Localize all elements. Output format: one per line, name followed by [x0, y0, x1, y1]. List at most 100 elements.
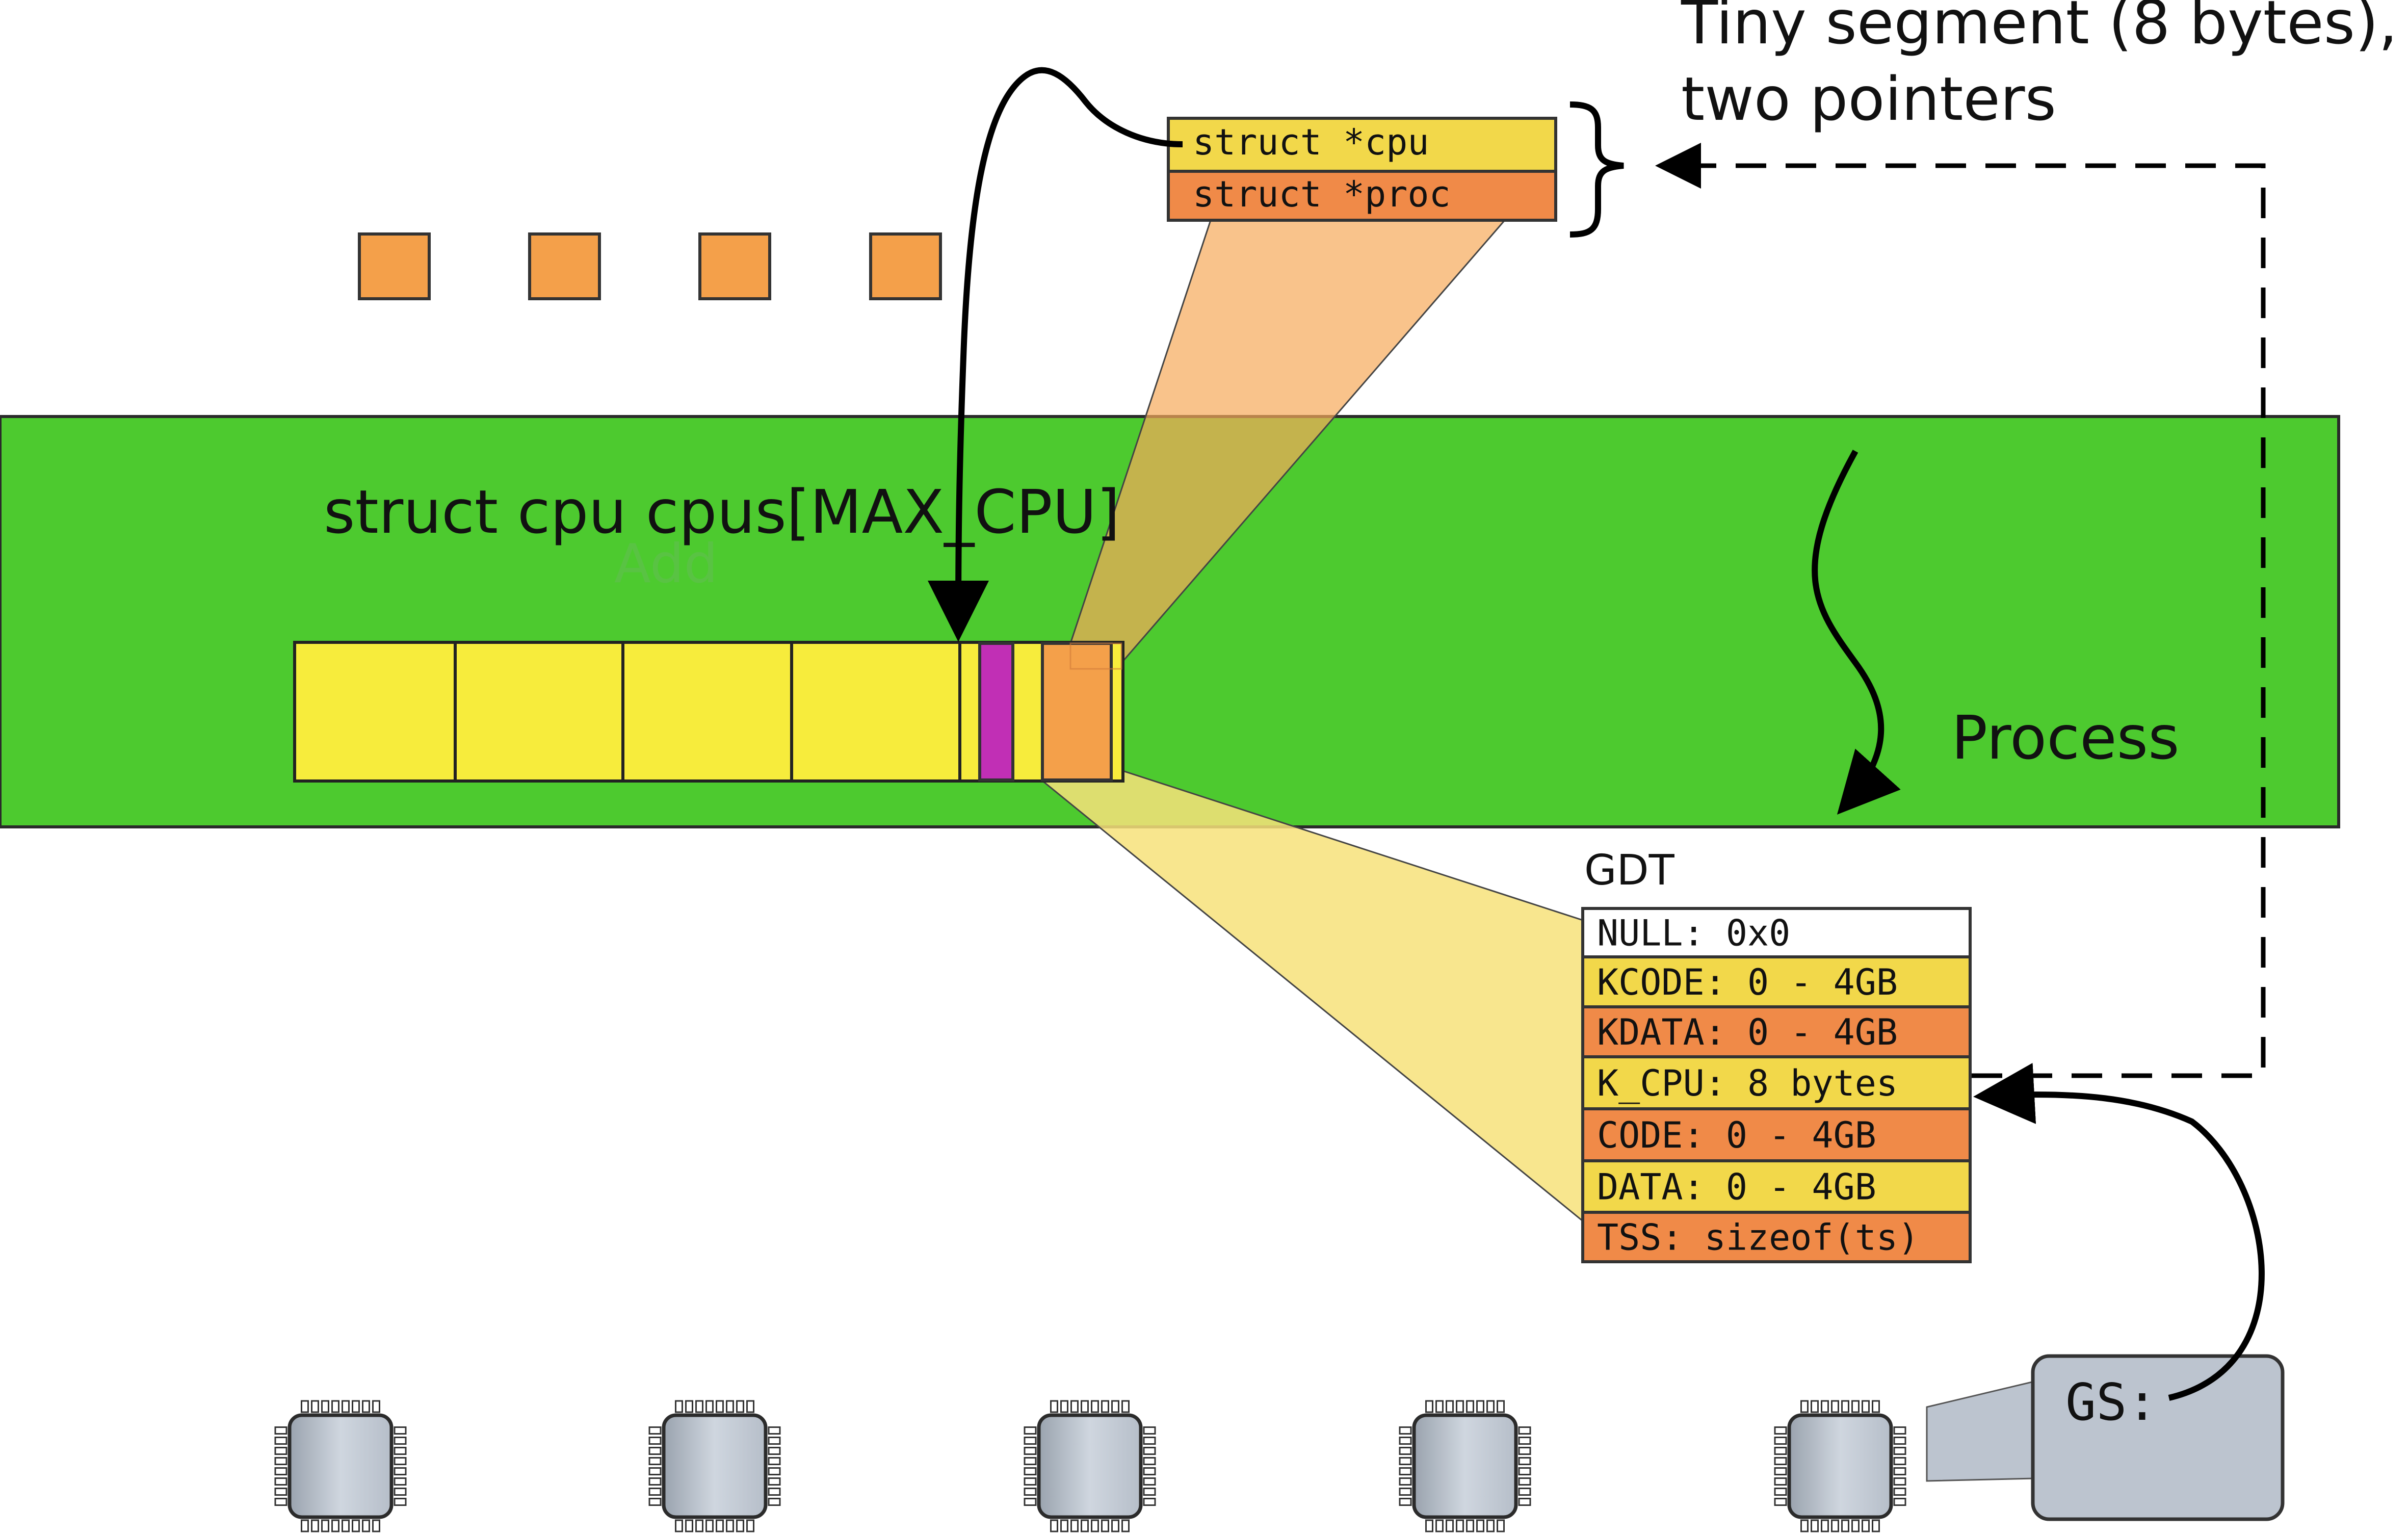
chip-pin: [1081, 1400, 1089, 1413]
chip-pin: [736, 1519, 744, 1532]
chip-pin: [1893, 1467, 1906, 1475]
chip-pin: [394, 1467, 407, 1475]
gdt-entry-text: CODE: 0 - 4GB: [1597, 1114, 1876, 1156]
gdt-slot-magenta: [978, 642, 1014, 782]
gdt-entry-cell: [1581, 1211, 1972, 1263]
chip-pin: [301, 1400, 309, 1413]
chip-pin: [1101, 1519, 1109, 1532]
chip-pin: [1774, 1477, 1787, 1486]
chip-pin: [768, 1477, 781, 1486]
chip-pin: [1024, 1447, 1037, 1455]
chip-pin: [1399, 1437, 1412, 1445]
chip-pin: [1070, 1519, 1079, 1532]
chip-pin: [1091, 1400, 1099, 1413]
chip-pin: [648, 1488, 662, 1496]
chip-pin: [1774, 1447, 1787, 1455]
chip-pin: [1821, 1400, 1829, 1413]
chip-pin: [648, 1457, 662, 1465]
gdt-entry-cell: [1581, 1005, 1972, 1058]
orange-square: [869, 232, 942, 300]
curly-brace: [1569, 101, 1624, 238]
chip-pin: [372, 1400, 380, 1413]
chip-pin: [1425, 1519, 1433, 1532]
chip-pin: [1143, 1477, 1156, 1486]
chip-pin: [648, 1477, 662, 1486]
chip-pin: [685, 1400, 693, 1413]
chip-pin: [274, 1498, 287, 1506]
gdt-entry-cell: [1581, 955, 1972, 1008]
chip-pin: [394, 1477, 407, 1486]
chip-pin: [1399, 1447, 1412, 1455]
chip-pin: [1800, 1519, 1809, 1532]
chip-pin: [1121, 1400, 1130, 1413]
chip-pin: [1024, 1457, 1037, 1465]
chip-pin: [1497, 1400, 1505, 1413]
chip-pin: [1446, 1400, 1454, 1413]
chip-pin: [768, 1467, 781, 1475]
chip-pin: [321, 1519, 329, 1532]
chip-pin: [1435, 1519, 1444, 1532]
chip-pin: [1143, 1498, 1156, 1506]
chip-pin: [274, 1467, 287, 1475]
chip-pin: [746, 1519, 754, 1532]
chip-pin: [1456, 1519, 1464, 1532]
chip-body: [1412, 1413, 1518, 1519]
chip-pin: [1893, 1426, 1906, 1435]
chip-pin: [1476, 1519, 1484, 1532]
chip-pin: [1893, 1477, 1906, 1486]
array-label: struct cpu cpus[MAX_CPU]: [324, 477, 1120, 547]
cpu-chips: [274, 1400, 1906, 1532]
chip-pin: [1435, 1400, 1444, 1413]
chip-pin: [768, 1498, 781, 1506]
chip-pin: [321, 1400, 329, 1413]
chip-body: [1787, 1413, 1893, 1519]
chip-pin: [1497, 1519, 1505, 1532]
gdt-entry: KDATA: 0 - 4GB: [1581, 1005, 1972, 1058]
chip-pin: [301, 1519, 309, 1532]
segment-slot-orange: [1041, 642, 1113, 782]
chip-pin: [648, 1437, 662, 1445]
chip-pin: [274, 1488, 287, 1496]
chip-pin: [1518, 1457, 1531, 1465]
cpu-chip-icon: [1399, 1400, 1531, 1532]
chip-pin: [1486, 1519, 1495, 1532]
chip-pin: [342, 1519, 350, 1532]
chip-pin: [394, 1457, 407, 1465]
chip-pin: [1841, 1400, 1849, 1413]
chip-pin: [1774, 1426, 1787, 1435]
chip-pin: [1821, 1519, 1829, 1532]
chip-pin: [1518, 1477, 1531, 1486]
chip-pin: [1851, 1519, 1860, 1532]
chip-pin: [695, 1400, 703, 1413]
chip-pin: [1143, 1437, 1156, 1445]
chip-pin: [736, 1400, 744, 1413]
gdt-entry-text: K_CPU: 8 bytes: [1597, 1062, 1898, 1104]
chip-pin: [726, 1519, 734, 1532]
chip-pin: [648, 1467, 662, 1475]
chip-pin: [274, 1426, 287, 1435]
gdt-entry: DATA: 0 - 4GB: [1581, 1159, 1972, 1214]
chip-pin: [1774, 1437, 1787, 1445]
annotation-line2: two pointers: [1681, 64, 2056, 134]
chip-pin: [685, 1519, 693, 1532]
chip-pin: [1831, 1400, 1839, 1413]
segment-field-cpu-text: struct *cpu: [1193, 121, 1429, 163]
process-label: Process: [1951, 703, 2180, 773]
chip-pin: [1518, 1498, 1531, 1506]
chip-pin: [1872, 1519, 1880, 1532]
chip-pin: [1121, 1519, 1130, 1532]
chip-pin: [1446, 1519, 1454, 1532]
chip-pin: [1024, 1488, 1037, 1496]
chip-pin: [352, 1519, 360, 1532]
chip-pin: [311, 1519, 319, 1532]
chip-pin: [1518, 1467, 1531, 1475]
chip-pin: [1486, 1400, 1495, 1413]
chip-pin: [1399, 1488, 1412, 1496]
chip-pin: [1399, 1426, 1412, 1435]
chip-pin: [746, 1400, 754, 1413]
chip-pin: [1081, 1519, 1089, 1532]
gs-projection: [1926, 1381, 2035, 1482]
chip-pin: [768, 1426, 781, 1435]
chip-pin: [1060, 1400, 1068, 1413]
